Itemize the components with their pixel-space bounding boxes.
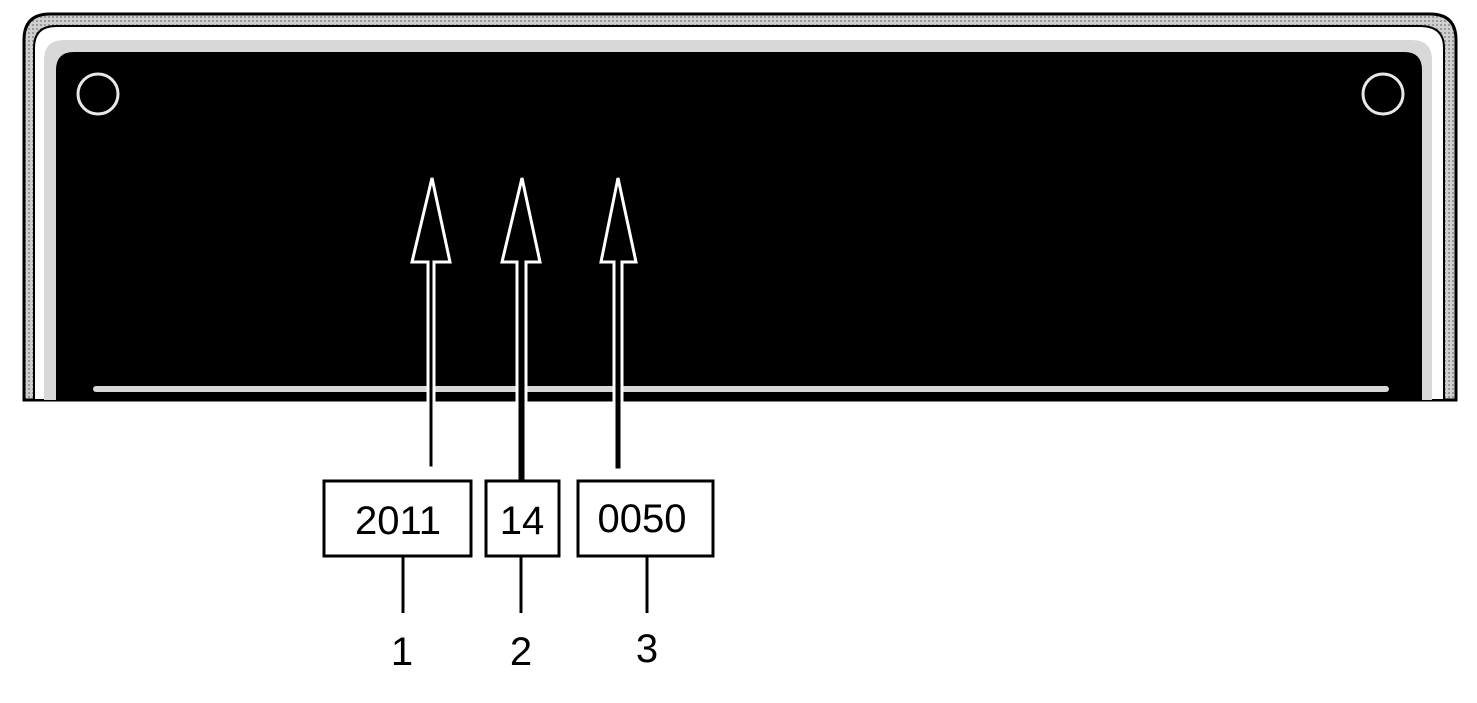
label-engine-number: ENGINE NUMBER [70,143,342,178]
label-code: CODE [788,180,874,215]
callout-number-3: 3 [636,627,658,671]
label-exhaust-valve-lash: EXHAUST VALVE LASH [mm] [70,309,558,344]
callout-arrows [410,177,638,484]
callout-box-2 [484,479,561,558]
engine-number-part-3: 0050 [566,133,672,180]
label-model-cjk: 型号 [920,138,968,166]
mounting-hole-right-icon [1361,72,1405,116]
emission-plate: EMISSION CONTROL INFORMATION ENGINE NUMB… [22,12,1458,402]
label-engine-power: ENGINE POWER [kW/min-1] [165,349,637,384]
plate-black-panel [56,52,1422,400]
callout-number-2: 2 [510,630,532,674]
callout-1: 2011 1 [322,479,473,674]
arrow-3 [599,177,638,472]
callouts: 2011 1 14 2 0050 3 [322,479,715,674]
callout-box-1 [322,479,473,558]
callout-box-2-text: 14 [500,499,545,543]
callout-3: 0050 3 [576,479,715,671]
label-engine-power-cjk: 功率 [70,350,118,378]
label-configuration: CONFIGURATION [788,222,1063,257]
engine-number-part-2: 14 [500,133,554,180]
label-model: MODEL [788,137,892,172]
callout-number-1: 1 [391,630,413,674]
callout-box-3-text: 0050 [598,497,687,541]
engine-number-part-1: 2011 [376,133,490,180]
mounting-hole-left-icon [76,72,120,116]
arrow-2 [500,177,542,484]
label-zbs-valve-lash: ZBS VALVE LASH [mm] [70,227,465,262]
label-power-category: POWER CATEGORY [788,307,1106,342]
callout-box-1-text: 2011 [355,499,441,543]
callout-box-3 [576,479,715,558]
callout-2: 14 2 [484,479,561,674]
plate-title: EMISSION CONTROL INFORMATION [268,79,1163,131]
arrow-1 [410,177,452,470]
label-intake-valve-lash: INTAKE VALVE LASH [mm] [70,268,540,303]
